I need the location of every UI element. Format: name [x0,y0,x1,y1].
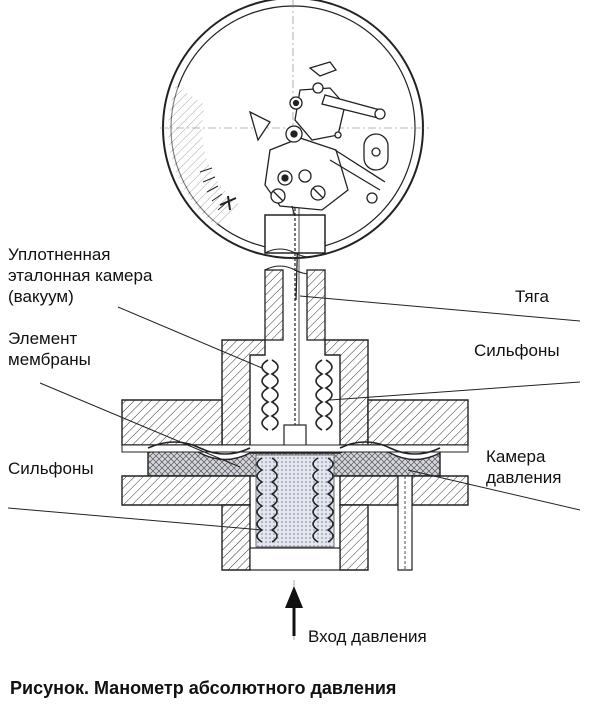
lower-housing [121,475,469,571]
lower-bellows [255,454,335,548]
label-rod: Тяга [515,287,549,306]
label-membrane-element: Элемент мембраны [8,329,91,369]
upper-housing [121,339,469,446]
label-pressure-chamber: Камера давления [486,447,562,487]
movement-mechanism [248,61,389,301]
stem-tube [264,208,326,440]
label-bellows-top: Сильфоны [474,341,560,360]
leader-lines [7,295,581,531]
label-bellows-left: Сильфоны [8,459,94,478]
upper-bellows [261,359,333,448]
label-pressure-inlet: Вход давления [308,627,427,646]
inlet-arrow [285,580,303,640]
label-sealed-chamber: Уплотненная эталонная камера (вакуум) [8,245,153,306]
figure-caption: Рисунок. Манометр абсолютного давления [10,678,397,698]
